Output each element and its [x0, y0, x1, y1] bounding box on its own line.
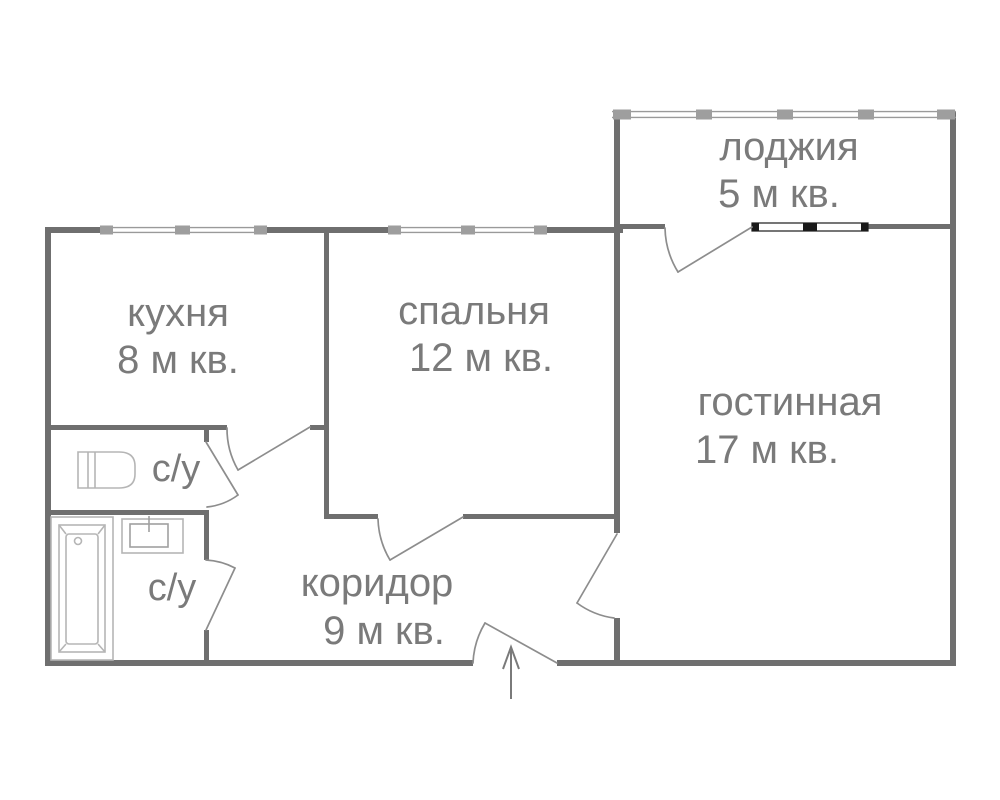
wall-loggia-left	[614, 112, 620, 233]
wall-top-c	[547, 227, 623, 233]
wc-bottom-name-label: с/у	[147, 567, 197, 609]
loggia-window-icon	[612, 109, 956, 120]
wall-wc-top-right	[204, 425, 209, 442]
windows	[100, 109, 956, 235]
kitchen-door	[226, 426, 311, 471]
bedroom-name-label: спальня	[398, 289, 550, 333]
wall-wc-bottom-right-a	[204, 510, 209, 560]
corridor-area-label: 9 м кв.	[323, 609, 445, 653]
loggia-name-label: лоджия	[719, 125, 859, 169]
wall-left	[45, 227, 51, 666]
wall-kitchen-bedroom	[324, 227, 329, 519]
walls	[45, 112, 956, 666]
living-area-label: 17 м кв.	[694, 428, 840, 472]
wall-loggia-divider-a	[614, 224, 665, 229]
entrance-arrow-icon	[502, 644, 520, 699]
wall-wc-bottom-right-b	[204, 630, 209, 666]
wall-loggia-divider-b	[868, 224, 950, 229]
wall-living-left-b	[614, 618, 620, 666]
kitchen-area-label: 8 м кв.	[117, 338, 239, 382]
wall-kitchen-bottom-stub	[310, 425, 329, 430]
wall-wc-divider	[45, 510, 207, 515]
bedroom-window-icon	[388, 225, 547, 235]
balcony-door	[664, 226, 753, 273]
balcony-window-icon	[751, 222, 869, 232]
loggia-area-label: 5 м кв.	[718, 172, 840, 216]
wall-top-a	[45, 227, 100, 233]
wall-bottom-right	[557, 660, 956, 666]
wall-right	[950, 112, 956, 666]
living-room-door	[576, 533, 618, 619]
kitchen-name-label: кухня	[127, 291, 229, 335]
wc-bottom-door	[205, 559, 236, 631]
wc-top-name-label: с/у	[151, 448, 201, 490]
wall-living-left-a	[614, 227, 620, 533]
bedroom-area-label: 12 м кв.	[408, 336, 554, 380]
wall-bedroom-bottom-b	[463, 514, 614, 519]
fixtures	[50, 451, 520, 699]
sink-icon	[121, 516, 184, 554]
entrance-door	[472, 622, 558, 664]
wc-top-door	[205, 441, 239, 508]
bedroom-door	[377, 516, 464, 561]
kitchen-window-icon	[100, 225, 267, 235]
wall-bottom-left	[45, 660, 473, 666]
toilet-icon	[77, 451, 136, 489]
wall-kitchen-bottom	[45, 425, 227, 430]
doors	[205, 226, 753, 664]
bathtub-icon	[50, 516, 114, 661]
wall-bedroom-bottom-a	[324, 514, 378, 519]
corridor-name-label: коридор	[300, 561, 454, 605]
living-name-label: гостинная	[697, 380, 883, 424]
